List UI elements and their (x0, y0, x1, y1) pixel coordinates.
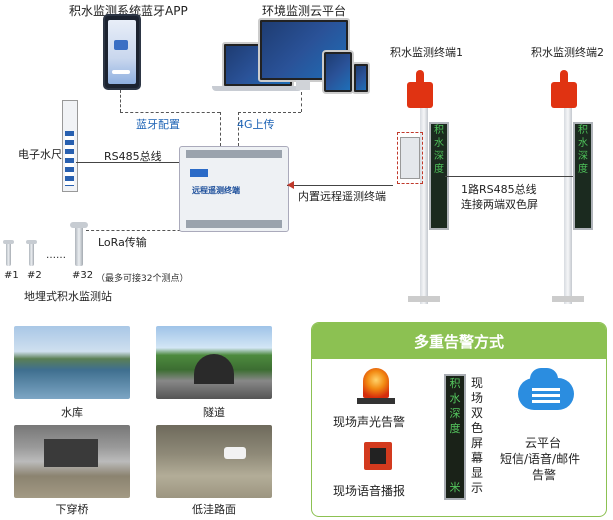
display-char: 积 (434, 125, 444, 136)
bluetooth-config-label: 蓝牙配置 (136, 118, 180, 131)
bus-line2: 连接两端双色屏 (461, 198, 538, 211)
controller-to-pole-line (287, 185, 393, 186)
speaker-icon (364, 442, 392, 470)
cloud-platform-label: 环境监测云平台 (262, 4, 347, 18)
alarm-lamp-icon (551, 82, 577, 108)
reservoir-photo (14, 326, 130, 399)
station-label: 地埋式积水监测站 (24, 290, 112, 303)
screen-char: 双 (470, 406, 483, 420)
cloud-line3: 告警 (532, 468, 557, 482)
double-color-screen-icon: 积 水 深 度 米 (444, 374, 466, 500)
screen-char: 色 (470, 421, 483, 435)
buried-sensor-icon (75, 226, 83, 266)
screen-char: 现 (470, 376, 483, 390)
photo-caption: 水库 (61, 406, 83, 419)
siren-icon (363, 368, 389, 398)
pole-base (552, 296, 584, 302)
rs485-line (76, 162, 179, 163)
tunnel-photo (156, 326, 272, 399)
ruler-label: 电子水尺 (18, 148, 62, 161)
display-char: 深 (578, 151, 588, 162)
upload-link-line (238, 112, 239, 146)
alarm-header (312, 323, 606, 359)
led-char: 度 (449, 422, 461, 435)
rs485-label: RS485总线 (104, 150, 162, 163)
display-char: 度 (434, 164, 444, 175)
alarm-lamp-icon (407, 82, 433, 108)
screen-char: 屏 (470, 436, 483, 450)
sensor-cap (26, 240, 37, 244)
mobile-icon (352, 62, 370, 94)
app-label: 积水监测系统蓝牙APP (69, 4, 188, 18)
bluetooth-link-line (220, 112, 221, 146)
sensor-1-label: #1 (4, 270, 19, 281)
terminal2-label: 积水监测终端2 (531, 46, 604, 59)
underpass-photo (14, 425, 130, 498)
lamp-top (560, 70, 568, 82)
cloud-icon (518, 368, 574, 410)
remote-telemetry-controller: 远程遥测终端 (179, 146, 289, 232)
display-char: 度 (578, 164, 588, 175)
display-char: 水 (578, 138, 588, 149)
sound-light-label: 现场声光告警 (333, 415, 406, 429)
arrow-icon (287, 181, 294, 189)
upload-link-line (301, 92, 302, 112)
laptop-base (212, 86, 302, 91)
screen-label: 现 场 双 色 屏 幕 显 示 (470, 376, 484, 496)
sensor-ellipsis: …… (46, 250, 66, 261)
display-char: 深 (434, 151, 444, 162)
lora-label: LoRa传输 (98, 236, 147, 249)
led-char: 米 (449, 481, 461, 494)
controller-logo: 远程遥测终端 (192, 186, 240, 195)
upload-label: 4G上传 (237, 118, 275, 131)
sensor-note: （最多可接32个测点） (96, 274, 189, 284)
photo-caption: 隧道 (203, 406, 225, 419)
buried-sensor-icon (29, 242, 34, 266)
screen-char: 场 (470, 391, 483, 405)
cloud-line2: 短信/语音/邮件 (500, 452, 581, 466)
siren-base (357, 398, 395, 404)
phone-icon (103, 14, 141, 90)
screen-char: 幕 (470, 451, 483, 465)
monitor-stand (296, 80, 310, 90)
sensor-2-label: #2 (27, 270, 42, 281)
rs485-bus-line (445, 176, 573, 177)
upload-link-line (238, 112, 301, 113)
sensor-cap (70, 222, 88, 228)
low-road-photo (156, 425, 272, 498)
sensor-32-label: #32 (72, 270, 94, 281)
pole-base (408, 296, 440, 302)
led-display-2: 积 水 深 度 (573, 122, 593, 230)
photo-caption: 低洼路面 (192, 503, 236, 516)
controller-caption: 内置远程遥测终端 (298, 190, 386, 203)
buried-sensor-icon (6, 242, 11, 266)
lamp-top (416, 70, 424, 82)
led-display-1: 积 水 深 度 (429, 122, 449, 230)
voice-label: 现场语音播报 (333, 484, 406, 498)
photo-caption: 下穿桥 (55, 503, 89, 516)
tablet-icon (322, 50, 354, 94)
screen-char: 示 (470, 481, 483, 495)
sensor-cap (3, 240, 14, 244)
cloud-line1: 云平台 (525, 436, 562, 450)
bluetooth-link-line (120, 112, 220, 113)
bluetooth-link-line (120, 90, 121, 112)
water-ruler-icon (62, 100, 78, 192)
alarm-title: 多重告警方式 (413, 333, 504, 351)
pole-1 (420, 108, 428, 304)
terminal1-label: 积水监测终端1 (390, 46, 463, 59)
pole-2 (564, 108, 572, 304)
enclosure-highlight (397, 132, 423, 184)
bus-line1: 1路RS485总线 (461, 183, 537, 196)
lora-link-line (86, 230, 206, 231)
display-char: 水 (434, 138, 444, 149)
led-char: 积 (449, 377, 461, 390)
screen-char: 显 (470, 466, 483, 480)
led-char: 深 (449, 407, 461, 420)
control-box-icon (400, 137, 420, 179)
led-char: 水 (449, 392, 461, 405)
display-char: 积 (578, 125, 588, 136)
